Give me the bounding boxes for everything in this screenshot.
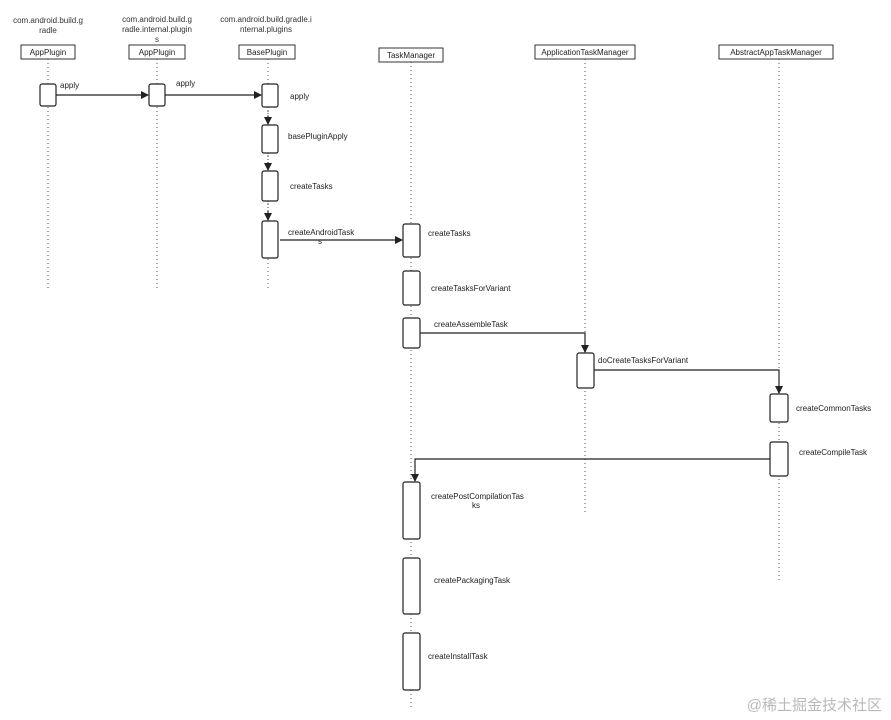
message-label-createpostcompilationtasks: createPostCompilationTas <box>431 492 524 501</box>
participant-applicationtaskmanager: ApplicationTaskManager <box>534 44 636 60</box>
participant-label: BasePlugin <box>247 48 287 57</box>
message-label-apply-1: apply <box>60 81 79 90</box>
message-label-createandroidtasks: createAndroidTask <box>288 228 355 237</box>
message-label-createandroidtasks-cont: s <box>318 237 322 246</box>
message-label-apply-3: apply <box>290 92 309 101</box>
message-label-createcompiletask: createCompileTask <box>799 448 868 457</box>
package-line: nternal.plugins <box>240 25 292 34</box>
message-label-basepluginapply: basePluginApply <box>288 132 348 141</box>
participant-abstractapptaskmanager: AbstractAppTaskManager <box>718 44 834 60</box>
participant-label: AbstractAppTaskManager <box>730 48 822 57</box>
message-label-createcommontasks: createCommonTasks <box>796 404 871 413</box>
activation-applicationtaskmanager <box>576 352 595 389</box>
activation-appplugin-internal <box>148 83 166 107</box>
package-line: com.android.build.gradle.i <box>220 15 312 24</box>
message-label-createtasks-tm: createTasks <box>428 229 471 238</box>
participant-baseplugin: BasePlugin <box>238 44 296 60</box>
message-label-createpackagingtask: createPackagingTask <box>434 576 511 585</box>
message-arrow-createassembletask <box>420 332 589 353</box>
activation-baseplugin-apply <box>261 83 279 108</box>
activation-appplugin-gradle <box>39 83 57 107</box>
activation-baseplugin-createtasks <box>261 170 279 202</box>
participant-label: AppPlugin <box>139 48 175 57</box>
participant-taskmanager: TaskManager <box>378 47 444 63</box>
activation-taskmanager-createinstalltask <box>402 632 421 691</box>
activation-baseplugin-basepluginapply <box>261 124 279 154</box>
activation-baseplugin-createandroidtasks <box>261 220 279 259</box>
message-arrow-createcompiletask <box>411 458 770 482</box>
activation-abstract-createcommontasks <box>769 393 789 423</box>
participant-box <box>238 44 296 60</box>
activation-taskmanager-createtasks <box>402 223 421 258</box>
message-label-createtasksforvariant: createTasksForVariant <box>431 284 511 293</box>
activation-taskmanager-createpostcompilationtasks <box>402 481 421 540</box>
message-label-createinstalltask: createInstallTask <box>428 652 489 661</box>
message-label-apply-2: apply <box>176 79 195 88</box>
participant-label: ApplicationTaskManager <box>541 48 628 57</box>
package-line: com.android.build.g <box>122 15 192 24</box>
package-line: com.android.build.g <box>13 16 83 25</box>
activation-taskmanager-createtasksforvariant <box>402 270 421 306</box>
participant-appplugin-gradle: AppPlugin <box>20 44 76 60</box>
package-line: radle <box>39 26 57 35</box>
participant-appplugin-internal: AppPlugin <box>128 44 186 60</box>
message-label-createassembletask: createAssembleTask <box>434 320 509 329</box>
watermark-label: @稀土掘金技术社区 <box>747 697 882 714</box>
activation-taskmanager-createassembletask <box>402 317 421 349</box>
package-caption-appplugin-gradle: com.android.build.g radle <box>13 16 83 35</box>
participant-label: TaskManager <box>387 51 435 60</box>
activation-taskmanager-createpackagingtask <box>402 557 421 615</box>
package-line: radle.internal.plugin <box>122 25 192 34</box>
message-label-createtasks-base: createTasks <box>290 182 333 191</box>
package-line: s <box>155 35 159 44</box>
participant-label: AppPlugin <box>30 48 66 57</box>
activation-abstract-createcompiletask <box>769 441 789 477</box>
participant-box <box>718 44 834 60</box>
message-label-createpostcompilationtasks-cont: ks <box>472 501 480 510</box>
message-label-docreatetasksforvariant: doCreateTasksForVariant <box>598 356 689 365</box>
package-caption-appplugin-internal: com.android.build.g radle.internal.plugi… <box>122 15 192 44</box>
package-caption-baseplugin: com.android.build.gradle.i nternal.plugi… <box>220 15 312 34</box>
message-arrow-docreatetasksforvariant <box>594 369 783 394</box>
